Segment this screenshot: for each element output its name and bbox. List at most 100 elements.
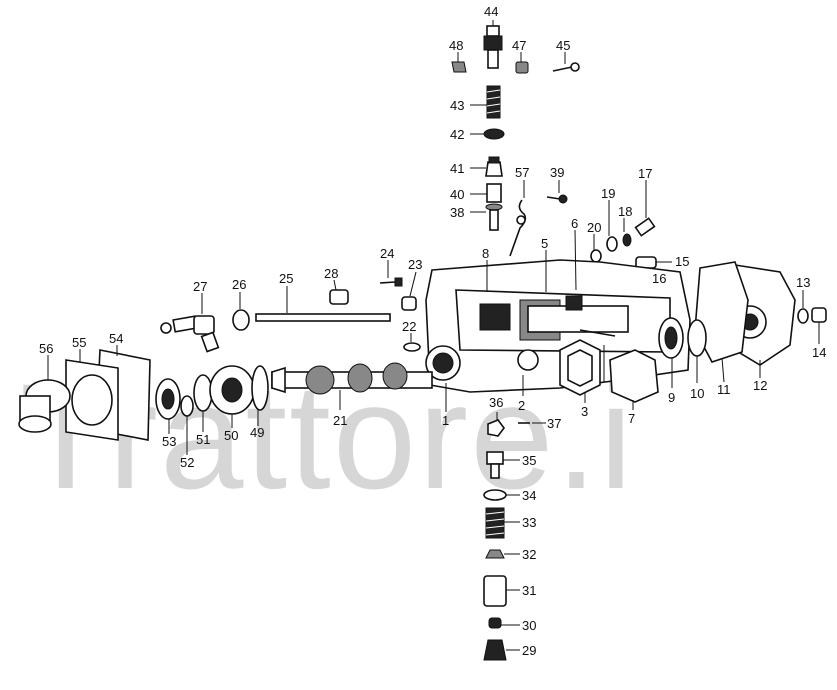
part-42 xyxy=(470,128,505,140)
part-3 xyxy=(559,339,601,403)
part-28 xyxy=(329,279,349,305)
callout-48: 48 xyxy=(449,38,463,53)
part-20 xyxy=(590,234,602,263)
part-33 xyxy=(485,507,520,539)
callout-5: 5 xyxy=(541,236,548,251)
callout-16: 16 xyxy=(652,271,666,286)
part-48 xyxy=(451,52,467,73)
part-13 xyxy=(797,290,809,324)
callout-28: 28 xyxy=(324,266,338,281)
callout-56: 56 xyxy=(39,341,53,356)
part-39 xyxy=(546,180,568,204)
callout-26: 26 xyxy=(232,277,246,292)
part-23 xyxy=(401,271,417,311)
callout-13: 13 xyxy=(796,275,810,290)
part-31 xyxy=(483,575,520,607)
part-26 xyxy=(232,292,250,331)
part-49 xyxy=(251,365,269,426)
callout-11: 11 xyxy=(717,382,731,397)
part-25 xyxy=(255,286,391,322)
callout-27: 27 xyxy=(193,279,207,294)
part-11 xyxy=(694,261,749,383)
callout-51: 51 xyxy=(196,432,210,447)
callout-37: 37 xyxy=(547,416,561,431)
part-57 xyxy=(509,180,527,257)
callout-50: 50 xyxy=(224,428,238,443)
callout-53: 53 xyxy=(162,434,176,449)
callout-36: 36 xyxy=(489,395,503,410)
callout-45: 45 xyxy=(556,38,570,53)
part-30 xyxy=(488,617,520,629)
part-43 xyxy=(470,85,501,119)
callout-18: 18 xyxy=(618,204,632,219)
part-36 xyxy=(487,412,505,437)
part-44 xyxy=(483,20,503,69)
callout-17: 17 xyxy=(638,166,652,181)
callout-6: 6 xyxy=(571,216,578,231)
part-56 xyxy=(18,355,71,433)
callout-15: 15 xyxy=(675,254,689,269)
part-9 xyxy=(658,317,684,388)
callout-10: 10 xyxy=(690,386,704,401)
callout-12: 12 xyxy=(753,378,767,393)
callout-44: 44 xyxy=(484,4,498,19)
callout-1: 1 xyxy=(442,413,449,428)
callout-32: 32 xyxy=(522,547,536,562)
part-24 xyxy=(379,260,403,287)
part-35 xyxy=(486,451,520,479)
callout-2: 2 xyxy=(518,398,525,413)
part-17 xyxy=(634,180,656,237)
top-valve-stack xyxy=(451,20,580,231)
callout-22: 22 xyxy=(402,319,416,334)
callout-20: 20 xyxy=(587,220,601,235)
part-10 xyxy=(687,319,707,383)
part-55 xyxy=(65,349,119,441)
part-22 xyxy=(403,333,421,352)
callout-3: 3 xyxy=(581,404,588,419)
callout-25: 25 xyxy=(279,271,293,286)
callout-55: 55 xyxy=(72,335,86,350)
part-7 xyxy=(609,349,659,410)
callout-54: 54 xyxy=(109,331,123,346)
part-21 xyxy=(271,362,433,410)
callout-30: 30 xyxy=(522,618,536,633)
part-18 xyxy=(622,218,632,247)
callout-47: 47 xyxy=(512,38,526,53)
callout-57: 57 xyxy=(515,165,529,180)
callout-52: 52 xyxy=(180,455,194,470)
callout-35: 35 xyxy=(522,453,536,468)
callout-14: 14 xyxy=(812,345,826,360)
part-47 xyxy=(515,52,529,74)
callout-40: 40 xyxy=(450,187,464,202)
part-27 xyxy=(160,293,220,353)
part-14 xyxy=(811,307,827,344)
part-15 xyxy=(635,256,672,269)
callout-31: 31 xyxy=(522,583,536,598)
callout-42: 42 xyxy=(450,127,464,142)
part-29 xyxy=(483,639,520,661)
callout-34: 34 xyxy=(522,488,536,503)
callout-8: 8 xyxy=(482,246,489,261)
callout-19: 19 xyxy=(601,186,615,201)
callout-7: 7 xyxy=(628,411,635,426)
leader-6 xyxy=(574,229,577,291)
part-45 xyxy=(552,52,580,72)
part-40 xyxy=(470,183,502,203)
callout-9: 9 xyxy=(668,390,675,405)
part-52 xyxy=(180,395,194,455)
callout-23: 23 xyxy=(408,257,422,272)
callout-49: 49 xyxy=(250,425,264,440)
part-32 xyxy=(485,549,520,559)
callout-38: 38 xyxy=(450,205,464,220)
part-19 xyxy=(606,200,618,252)
callout-43: 43 xyxy=(450,98,464,113)
part-34 xyxy=(483,489,520,501)
callout-41: 41 xyxy=(450,161,464,176)
callout-labels: 44 48 47 45 43 42 41 57 39 40 38 17 19 1… xyxy=(39,4,826,658)
callout-21: 21 xyxy=(333,413,347,428)
callout-33: 33 xyxy=(522,515,536,530)
part-53 xyxy=(155,378,181,434)
callout-24: 24 xyxy=(380,246,394,261)
callout-29: 29 xyxy=(522,643,536,658)
